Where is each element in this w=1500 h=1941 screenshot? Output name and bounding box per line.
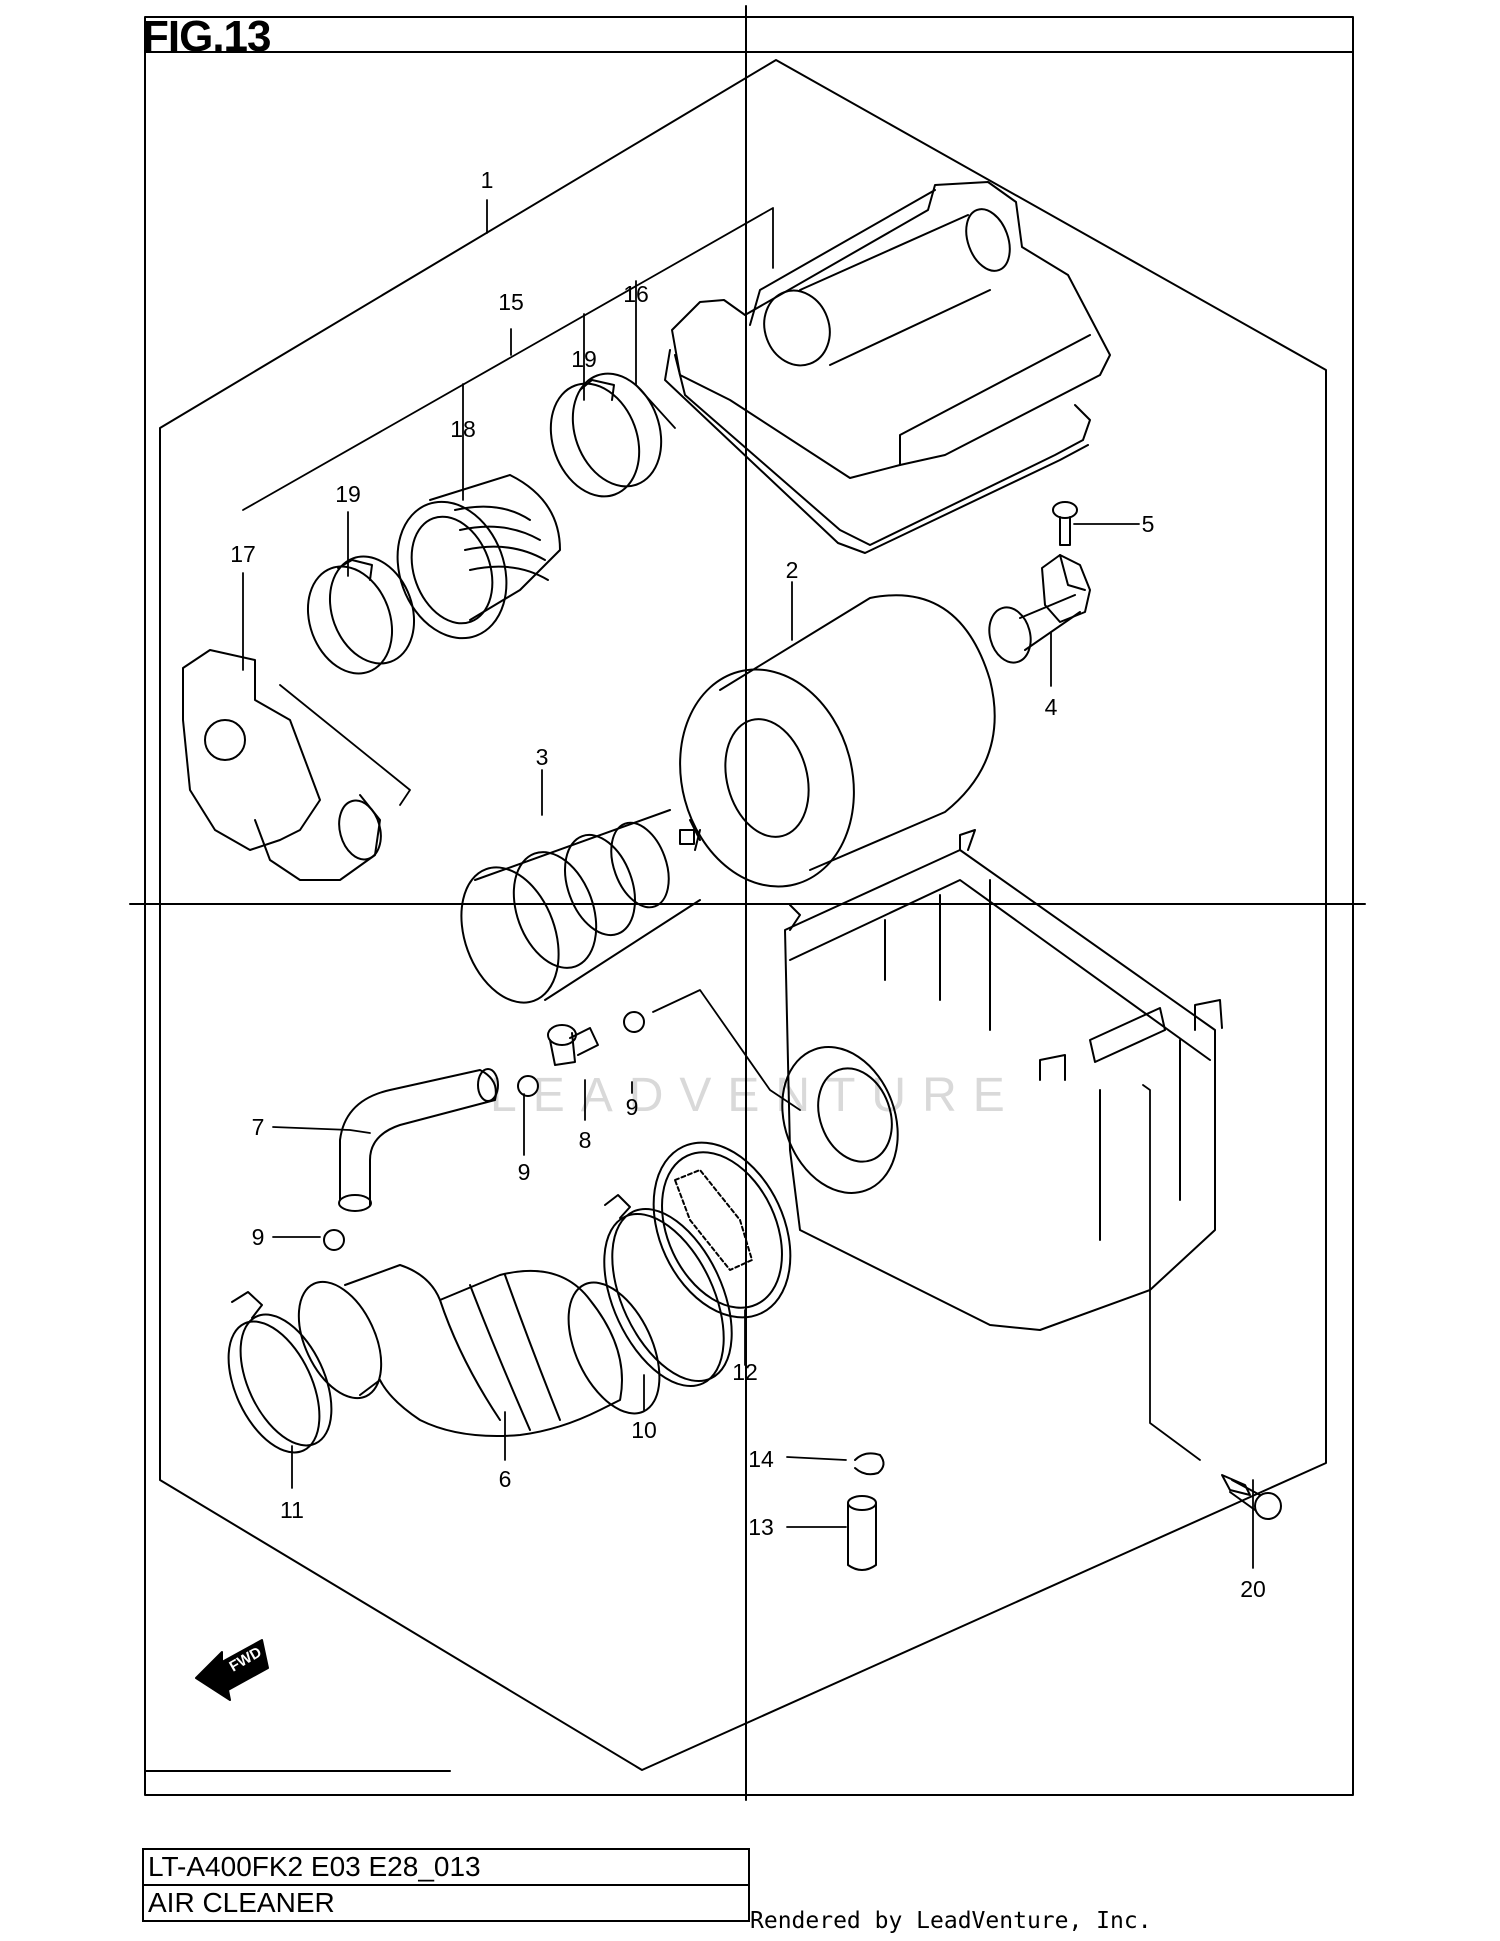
section-name: AIR CLEANER (144, 1884, 748, 1920)
callout-11: 11 (280, 1497, 304, 1523)
screen-part-12 (652, 1141, 792, 1319)
callout-8: 8 (579, 1127, 592, 1153)
callout-2: 2 (786, 557, 799, 583)
watermark: LEADVENTURE (490, 1069, 1021, 1122)
model-code: LT-A400FK2 E03 E28_013 (148, 1851, 481, 1882)
render-credit: Rendered by LeadVenture, Inc. (750, 1908, 1152, 1934)
callout-7: 7 (252, 1114, 265, 1140)
callout-12: 12 (732, 1359, 758, 1385)
callout-19b: 19 (571, 346, 597, 372)
callout-15: 15 (498, 289, 524, 315)
title-block: LT-A400FK2 E03 E28_013 AIR CLEANER (142, 1848, 750, 1922)
callout-4: 4 (1045, 694, 1058, 720)
callout-5: 5 (1142, 511, 1155, 537)
callout-16: 16 (623, 281, 649, 307)
callout-9a: 9 (518, 1159, 531, 1185)
air-cleaner-cap (664, 181, 1111, 554)
intake-boot-assembly (227, 1194, 733, 1454)
screw-part-5 (1052, 501, 1078, 546)
callout-9b: 9 (626, 1094, 639, 1120)
forward-arrow-icon: FWD (195, 1639, 269, 1701)
hose-part-7 (338, 1068, 499, 1212)
callout-6: 6 (499, 1466, 512, 1492)
air-cleaner-case (781, 829, 1223, 1331)
filter-cage-part-3 (460, 809, 701, 1004)
callout-10: 10 (631, 1417, 657, 1443)
leader-lines (242, 199, 1254, 1569)
callout-14: 14 (748, 1446, 774, 1472)
intake-duct-assembly (182, 372, 663, 881)
callout-3: 3 (536, 744, 549, 770)
assembly-outline (159, 59, 1327, 1771)
callout-18: 18 (450, 416, 476, 442)
callout-17: 17 (230, 541, 256, 567)
callout-labels: 1 2 3 4 5 6 7 8 9 9 9 10 11 12 13 14 15 … (230, 167, 1266, 1602)
small-fittings (323, 1011, 645, 1251)
drain-and-bolt-parts (847, 1452, 1282, 1571)
callout-1: 1 (481, 167, 494, 193)
drawing-frame (129, 5, 1366, 1801)
callout-20: 20 (1240, 1576, 1266, 1602)
callout-9c: 9 (252, 1224, 265, 1250)
filter-element-part-2 (679, 594, 996, 888)
callout-13: 13 (748, 1514, 774, 1540)
wing-bolt-part-4 (988, 554, 1091, 664)
callout-19a: 19 (335, 481, 361, 507)
